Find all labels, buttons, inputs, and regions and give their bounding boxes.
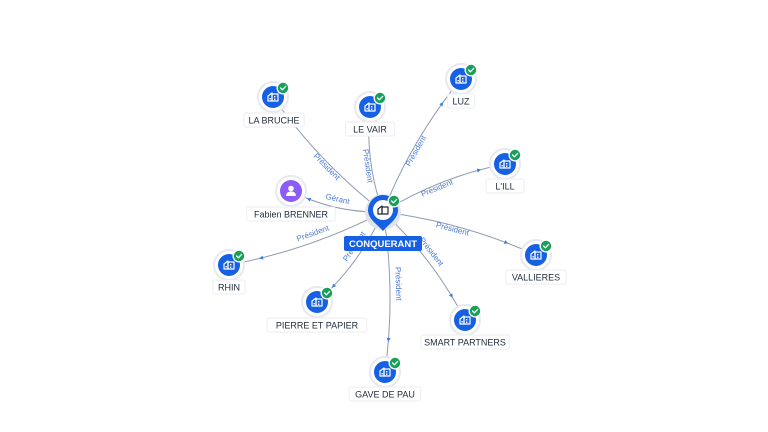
user-icon: [286, 185, 296, 196]
edge-arrow: [331, 283, 337, 288]
edge-label: Président: [361, 148, 375, 184]
node-la-bruche[interactable]: LA BRUCHE: [243, 81, 305, 128]
edge-arrow: [476, 168, 482, 173]
node-luz[interactable]: LUZ: [445, 63, 478, 109]
verified-badge-icon: [464, 63, 478, 77]
building-icon: [530, 250, 542, 260]
node-rhin[interactable]: RHIN: [212, 249, 246, 295]
edge-label: Président: [295, 223, 331, 243]
node-vallieres[interactable]: VALLIERES: [505, 239, 567, 285]
building-icon: [311, 297, 323, 307]
edge-arrow: [386, 337, 391, 342]
verified-badge-icon: [508, 148, 522, 162]
edge-arrow: [448, 293, 453, 298]
node-label: SMART PARTNERS: [424, 338, 506, 348]
building-icon: [267, 92, 279, 102]
verified-badge-icon: [388, 356, 402, 370]
verified-badge-icon: [276, 81, 290, 95]
building-icon: [455, 74, 467, 84]
center-label: CONQUERANT: [349, 239, 417, 250]
verified-badge-icon: [373, 91, 387, 105]
edge-label: Président: [420, 177, 455, 199]
edge-arrow: [259, 255, 264, 260]
building-icon: [459, 315, 471, 325]
node-gave-de-pau[interactable]: GAVE DE PAU: [348, 356, 422, 402]
edge-gave-de-pau: Président: [382, 211, 403, 373]
edge-label: Président: [312, 152, 343, 183]
building-icon: [223, 260, 235, 270]
edge-label: Président: [404, 133, 429, 168]
nodes-layer: LA BRUCHE LE VAIR LUZ L'ILL Fabien BRENNER RH…: [212, 63, 567, 402]
building-icon: [377, 205, 389, 215]
node-label: LE VAIR: [353, 125, 387, 135]
node-label: RHIN: [218, 283, 240, 293]
edge-label: Président: [435, 220, 471, 238]
edge-label: Président: [393, 267, 403, 302]
verified-badge-icon: [468, 304, 482, 318]
node-le-vair[interactable]: LE VAIR: [344, 91, 396, 137]
edge-label: Gérant: [325, 192, 352, 206]
node-label: Fabien BRENNER: [254, 210, 329, 220]
building-icon: [499, 159, 511, 169]
building-icon: [379, 367, 391, 377]
verified-badge-icon: [320, 286, 334, 300]
edge-arrow: [503, 240, 509, 244]
node-label: L'ILL: [495, 182, 514, 192]
node-fabien-brenner[interactable]: Fabien BRENNER: [246, 175, 336, 222]
verified-badge-icon: [387, 194, 401, 208]
node-label: VALLIERES: [512, 273, 560, 283]
node-label: LUZ: [452, 97, 470, 107]
node-lill[interactable]: L'ILL: [485, 148, 525, 194]
building-icon: [364, 102, 376, 112]
node-label: GAVE DE PAU: [355, 390, 415, 400]
verified-badge-icon: [539, 239, 553, 253]
edge-arrow: [439, 102, 444, 107]
node-label: LA BRUCHE: [248, 116, 299, 126]
verified-badge-icon: [232, 249, 246, 263]
node-label: PIERRE ET PAPIER: [276, 321, 359, 331]
center-node[interactable]: CONQUERANT: [344, 194, 422, 251]
edge-arrow: [306, 197, 312, 202]
node-pierre-et-papier[interactable]: PIERRE ET PAPIER: [266, 286, 368, 333]
node-smart-partners[interactable]: SMART PARTNERS: [420, 304, 510, 350]
